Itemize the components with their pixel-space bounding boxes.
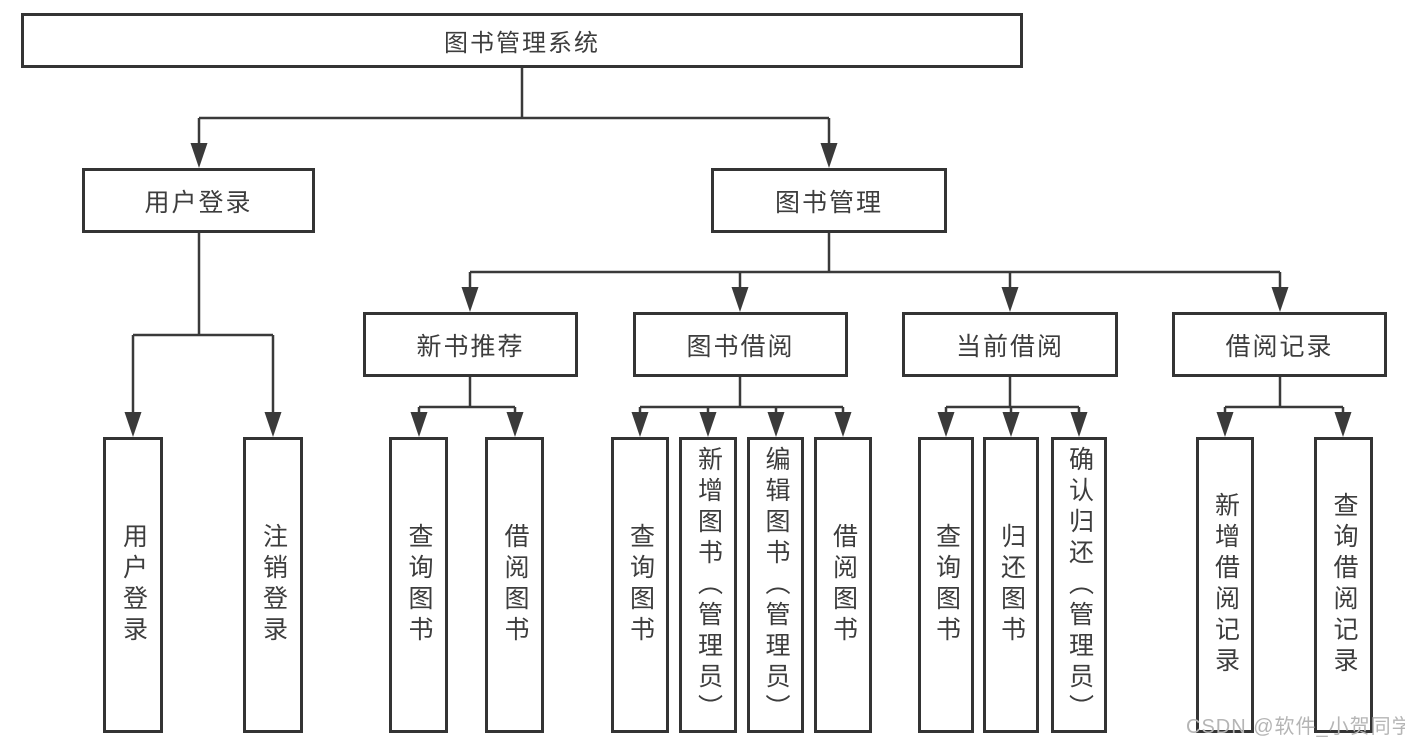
- arrow-down-icon: [1334, 412, 1352, 437]
- leaf-cb-confirm-return-admin: 确认归还（管理员）: [1051, 437, 1107, 733]
- leaf-cb-return-book: 归还图书: [983, 437, 1039, 733]
- arrow-down-icon: [937, 412, 955, 437]
- leaf-br-add-record: 新增借阅记录: [1196, 437, 1254, 733]
- leaf-br-query-record: 查询借阅记录: [1314, 437, 1373, 733]
- arrow-down-icon: [1216, 412, 1234, 437]
- arrow-down-icon: [731, 287, 749, 312]
- node-new-book-recommend: 新书推荐: [363, 312, 578, 377]
- leaf-bb-query-book: 查询图书: [611, 437, 669, 733]
- node-borrow-record: 借阅记录: [1172, 312, 1387, 377]
- connector-book-borrow-to-leaves: [638, 377, 845, 421]
- leaf-bb-borrow-book: 借阅图书: [814, 437, 872, 733]
- node-book-management: 图书管理: [711, 168, 947, 233]
- arrow-down-icon: [124, 412, 142, 437]
- arrow-down-icon: [834, 412, 852, 437]
- leaf-bb-edit-book-admin: 编辑图书（管理员）: [747, 437, 804, 733]
- leaf-nbr-query-book: 查询图书: [389, 437, 448, 733]
- node-book-borrow: 图书借阅: [633, 312, 848, 377]
- arrow-down-icon: [699, 412, 717, 437]
- leaf-nbr-borrow-book: 借阅图书: [485, 437, 544, 733]
- csdn-watermark: CSDN @软件_小贺同学: [1186, 716, 1405, 738]
- connector-borrow-record-to-leaves: [1223, 377, 1345, 421]
- arrow-down-icon: [190, 143, 208, 168]
- arrow-down-icon: [506, 412, 524, 437]
- arrow-down-icon: [264, 412, 282, 437]
- leaf-user-login: 用户登录: [103, 437, 163, 733]
- arrow-down-icon: [1070, 412, 1088, 437]
- arrow-down-icon: [631, 412, 649, 437]
- connector-root-to-level2: [197, 68, 831, 150]
- arrow-down-icon: [820, 143, 838, 168]
- node-user-login: 用户登录: [82, 168, 315, 233]
- arrow-down-icon: [1001, 287, 1019, 312]
- node-library-system: 图书管理系统: [21, 13, 1023, 68]
- leaf-bb-add-book-admin: 新增图书（管理员）: [679, 437, 737, 733]
- connector-new-book-recommend-to-leaves: [417, 377, 517, 421]
- node-current-borrow: 当前借阅: [902, 312, 1118, 377]
- leaf-cb-query-book: 查询图书: [918, 437, 974, 733]
- arrow-down-icon: [410, 412, 428, 437]
- connector-user-login-to-leaves: [131, 233, 275, 419]
- arrow-down-icon: [767, 412, 785, 437]
- leaf-logout: 注销登录: [243, 437, 303, 733]
- connector-book-management-to-level3: [468, 233, 1282, 294]
- arrow-down-icon: [1002, 412, 1020, 437]
- arrow-down-icon: [1271, 287, 1289, 312]
- arrow-down-icon: [461, 287, 479, 312]
